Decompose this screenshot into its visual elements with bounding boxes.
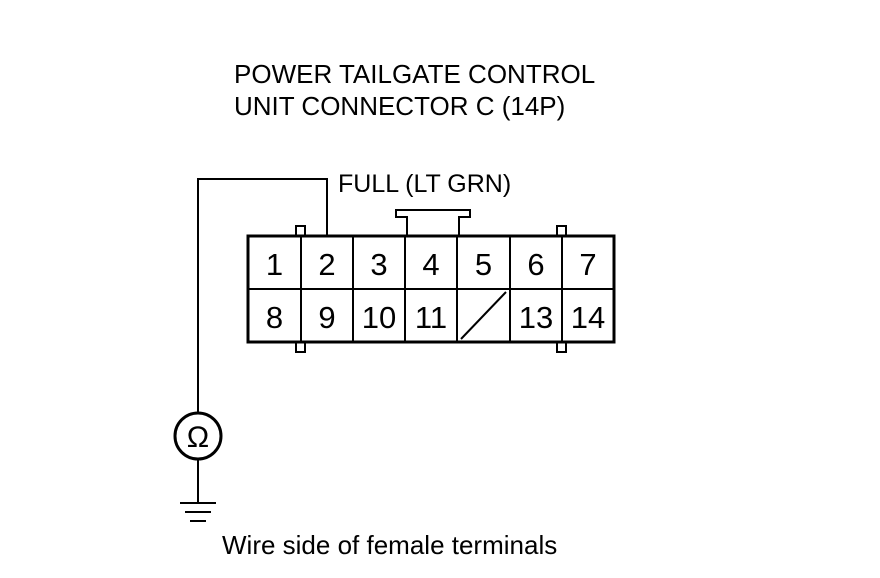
pin-13: 13	[519, 300, 553, 335]
pin-2: 2	[318, 247, 335, 282]
connector-body	[246, 209, 616, 353]
pin-3: 3	[370, 247, 387, 282]
column-dividers	[300, 236, 563, 342]
wire-label: FULL (LT GRN)	[338, 170, 511, 198]
pin-7: 7	[579, 247, 596, 282]
test-lead-wire	[197, 178, 328, 413]
pin-9: 9	[318, 300, 335, 335]
pin-5: 5	[475, 247, 492, 282]
ohmmeter-symbol: Ω	[187, 421, 209, 454]
title-line-2: UNIT CONNECTOR C (14P)	[234, 91, 565, 121]
pin-1: 1	[266, 247, 283, 282]
caption: Wire side of female terminals	[222, 530, 557, 560]
ohmmeter-icon: Ω	[173, 411, 223, 461]
title-line-1: POWER TAILGATE CONTROL	[234, 59, 595, 89]
empty-cavity-slash	[460, 291, 507, 340]
ground-icon	[180, 459, 216, 522]
pin-10: 10	[362, 300, 396, 335]
pin-14: 14	[571, 300, 605, 335]
pin-8: 8	[266, 300, 283, 335]
pin-4: 4	[422, 247, 439, 282]
pin-6: 6	[527, 247, 544, 282]
connector-lock-tab	[395, 209, 471, 236]
pin-11: 11	[415, 300, 447, 335]
